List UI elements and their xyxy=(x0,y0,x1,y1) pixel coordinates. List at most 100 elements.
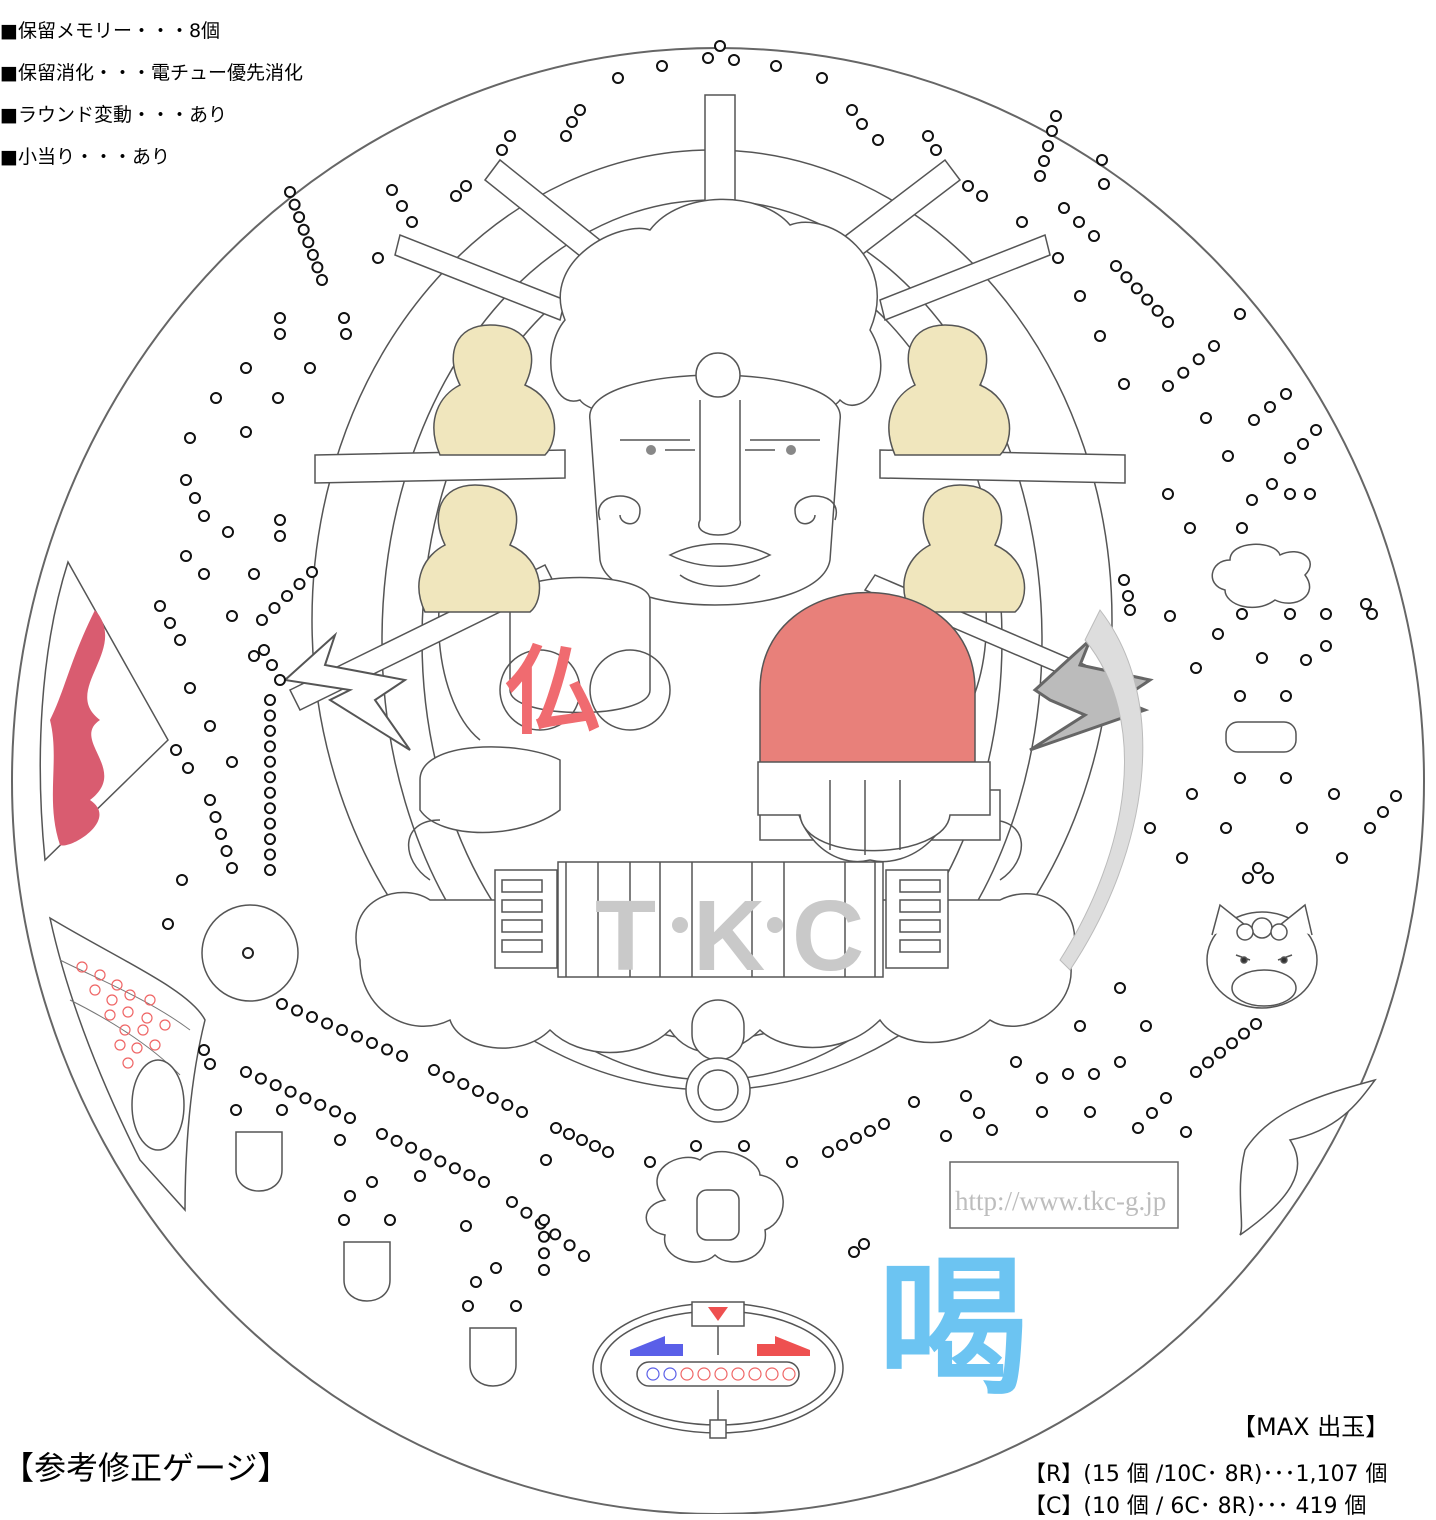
nail-pin xyxy=(1151,304,1164,317)
buddha-hair xyxy=(550,198,882,424)
nail-pin xyxy=(1284,452,1296,464)
nail-pin xyxy=(288,198,301,211)
nail-pin xyxy=(864,1125,876,1137)
nail-pin xyxy=(986,1124,998,1136)
nail-pin xyxy=(254,1072,267,1085)
nail-pin xyxy=(334,1134,346,1146)
tkc-dot xyxy=(672,917,688,933)
nail-pin xyxy=(1146,1107,1158,1119)
nail-pin xyxy=(1038,155,1050,167)
nail-pin xyxy=(299,1092,312,1105)
nail-pin xyxy=(198,568,210,580)
nail-pin xyxy=(770,60,782,72)
nail-pin xyxy=(1036,1106,1048,1118)
nail-pin xyxy=(1297,438,1309,450)
pocket xyxy=(235,1131,283,1192)
nail-pin xyxy=(351,1030,363,1043)
nail-pin xyxy=(1118,574,1130,586)
left-lightning xyxy=(282,631,411,751)
nail-pin xyxy=(1122,590,1134,602)
nail-pin xyxy=(281,590,293,602)
nail-pin xyxy=(198,1044,210,1056)
down-arrow-icon xyxy=(708,1307,728,1321)
nail-pin xyxy=(396,200,408,212)
nail-pin xyxy=(1262,872,1274,884)
nail-pin xyxy=(1084,1106,1096,1118)
nail-pin xyxy=(501,1099,514,1111)
nail-pin xyxy=(316,274,328,286)
nail-pin xyxy=(366,1176,378,1188)
nail-pin xyxy=(264,771,276,784)
nail-pin xyxy=(478,1176,490,1188)
nail-pin xyxy=(274,328,286,340)
nail-pin xyxy=(248,568,260,580)
nail-pin xyxy=(563,1239,576,1252)
nail-pin xyxy=(578,1250,590,1262)
nail-pin xyxy=(1164,610,1176,622)
nail-pin xyxy=(1296,822,1308,834)
nail-pin xyxy=(822,1146,834,1158)
nail-pin xyxy=(878,1118,890,1130)
nail-pin xyxy=(516,1106,528,1118)
nail-pin xyxy=(266,659,278,671)
nail-pin xyxy=(434,1155,447,1168)
nail-pin xyxy=(1238,1027,1250,1040)
nail-pins xyxy=(154,40,1402,1312)
tkc-display xyxy=(494,861,949,978)
nail-pin xyxy=(184,682,196,694)
nail-pin xyxy=(209,811,222,823)
nail-pin xyxy=(462,1300,474,1312)
nail-pin xyxy=(176,874,188,886)
nail-pin xyxy=(274,674,286,686)
nail-pin xyxy=(1016,216,1028,228)
nail-pin xyxy=(538,1230,550,1243)
nail-pin xyxy=(1280,388,1292,400)
nail-pin xyxy=(1124,604,1136,616)
right-leaf xyxy=(1239,1078,1377,1236)
nail-pin xyxy=(1034,170,1046,182)
nail-pin xyxy=(858,1238,870,1250)
nail-pin xyxy=(1220,822,1232,834)
nail-pin xyxy=(264,740,276,753)
nail-pin xyxy=(1360,598,1372,610)
nail-pin xyxy=(549,1228,562,1241)
left-banner xyxy=(48,916,206,1212)
nail-pin xyxy=(340,328,352,340)
nail-pin xyxy=(566,116,578,128)
nail-pin xyxy=(1304,488,1316,500)
nail-pin xyxy=(786,1156,798,1168)
nail-pin xyxy=(230,1104,242,1116)
center-decoration xyxy=(288,94,1126,1263)
nail-pin xyxy=(1236,608,1248,620)
nail-pin xyxy=(220,845,233,857)
nail-pin xyxy=(174,634,186,646)
nail-pin xyxy=(264,833,276,846)
nail-pin xyxy=(602,1146,614,1158)
nail-pin xyxy=(1202,1056,1214,1069)
url-text: http://www.tkc-g.jp xyxy=(955,1186,1166,1216)
nail-pin xyxy=(1140,1020,1152,1032)
nail-pin xyxy=(314,1098,327,1111)
bottom-attacker xyxy=(592,1301,844,1439)
nail-pin xyxy=(386,184,398,196)
nail-pin xyxy=(311,261,324,274)
nail-pin xyxy=(1074,290,1086,302)
nail-pin xyxy=(1114,982,1126,994)
tkc-dot xyxy=(767,917,783,933)
nail-pin xyxy=(457,1078,470,1090)
nail-pin xyxy=(540,1154,552,1166)
right-arrow-icon xyxy=(757,1336,810,1356)
payout-line: 【C】(10 個 / 6C･ 8R)･･･ 419 個 xyxy=(1024,1494,1367,1519)
nail-pin xyxy=(1222,450,1234,462)
nail-pin xyxy=(306,248,319,261)
nail-pin xyxy=(336,1024,348,1036)
nail-pin xyxy=(538,1214,550,1226)
nail-pin xyxy=(960,1090,972,1102)
nail-pin xyxy=(1058,202,1070,214)
nail-pin xyxy=(226,610,238,622)
tkc-letters: T K C xyxy=(595,880,864,992)
nail-pin xyxy=(714,40,726,52)
nail-pin xyxy=(405,1141,418,1154)
nail-pin xyxy=(1177,366,1190,379)
nail-pin xyxy=(372,252,384,264)
